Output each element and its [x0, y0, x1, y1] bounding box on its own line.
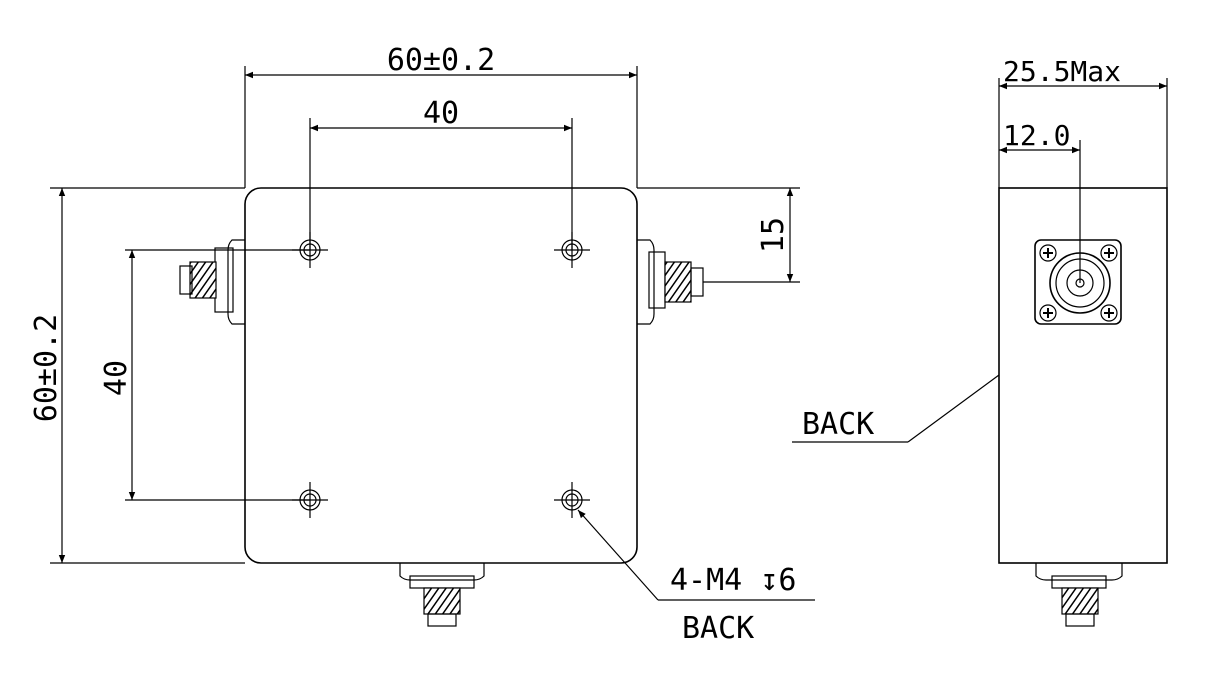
flange-screw [1039, 304, 1057, 322]
connector-offset-dimension: 12.0 [999, 119, 1081, 283]
right-connector [637, 239, 704, 325]
width-dimension: 60±0.2 [244, 43, 638, 188]
front-view: 60±0.2 40 15 60±0.2 40 [29, 43, 815, 646]
back-face-callout: BACK [792, 374, 1000, 443]
offset-dimension-label: 15 [756, 217, 791, 253]
flange-screw [1100, 304, 1118, 322]
hole-spacing-h-label: 40 [423, 96, 459, 131]
offset-dimension: 15 [637, 187, 800, 283]
side-housing-outline [998, 187, 1168, 564]
flange-screw [1039, 244, 1057, 262]
hole-spacing-v-dimension: 40 [99, 249, 310, 501]
depth-dimension-label: 25.5Max [1003, 55, 1121, 88]
connector-offset-label: 12.0 [1003, 119, 1070, 152]
flange-connector [1034, 239, 1122, 325]
hole-callout: 4-M4 ↧6 BACK [577, 509, 815, 646]
depth-dimension: 25.5Max [998, 55, 1168, 188]
back-face-label: BACK [802, 407, 874, 442]
left-connector [179, 239, 245, 325]
flange-screw [1100, 244, 1118, 262]
mounting-hole [554, 482, 590, 518]
hole-callout-face-label: BACK [682, 611, 754, 646]
hole-callout-label: 4-M4 ↧6 [670, 563, 796, 598]
width-dimension-label: 60±0.2 [387, 43, 495, 78]
side-view: 25.5Max 12.0 BACK [792, 55, 1168, 627]
bottom-connector [399, 563, 485, 627]
side-bottom-connector [1035, 563, 1123, 627]
height-dimension: 60±0.2 [29, 187, 245, 564]
housing-outline [244, 187, 638, 564]
hole-spacing-h-dimension: 40 [309, 96, 573, 250]
hole-spacing-v-label: 40 [99, 360, 134, 396]
height-dimension-label: 60±0.2 [29, 314, 64, 422]
